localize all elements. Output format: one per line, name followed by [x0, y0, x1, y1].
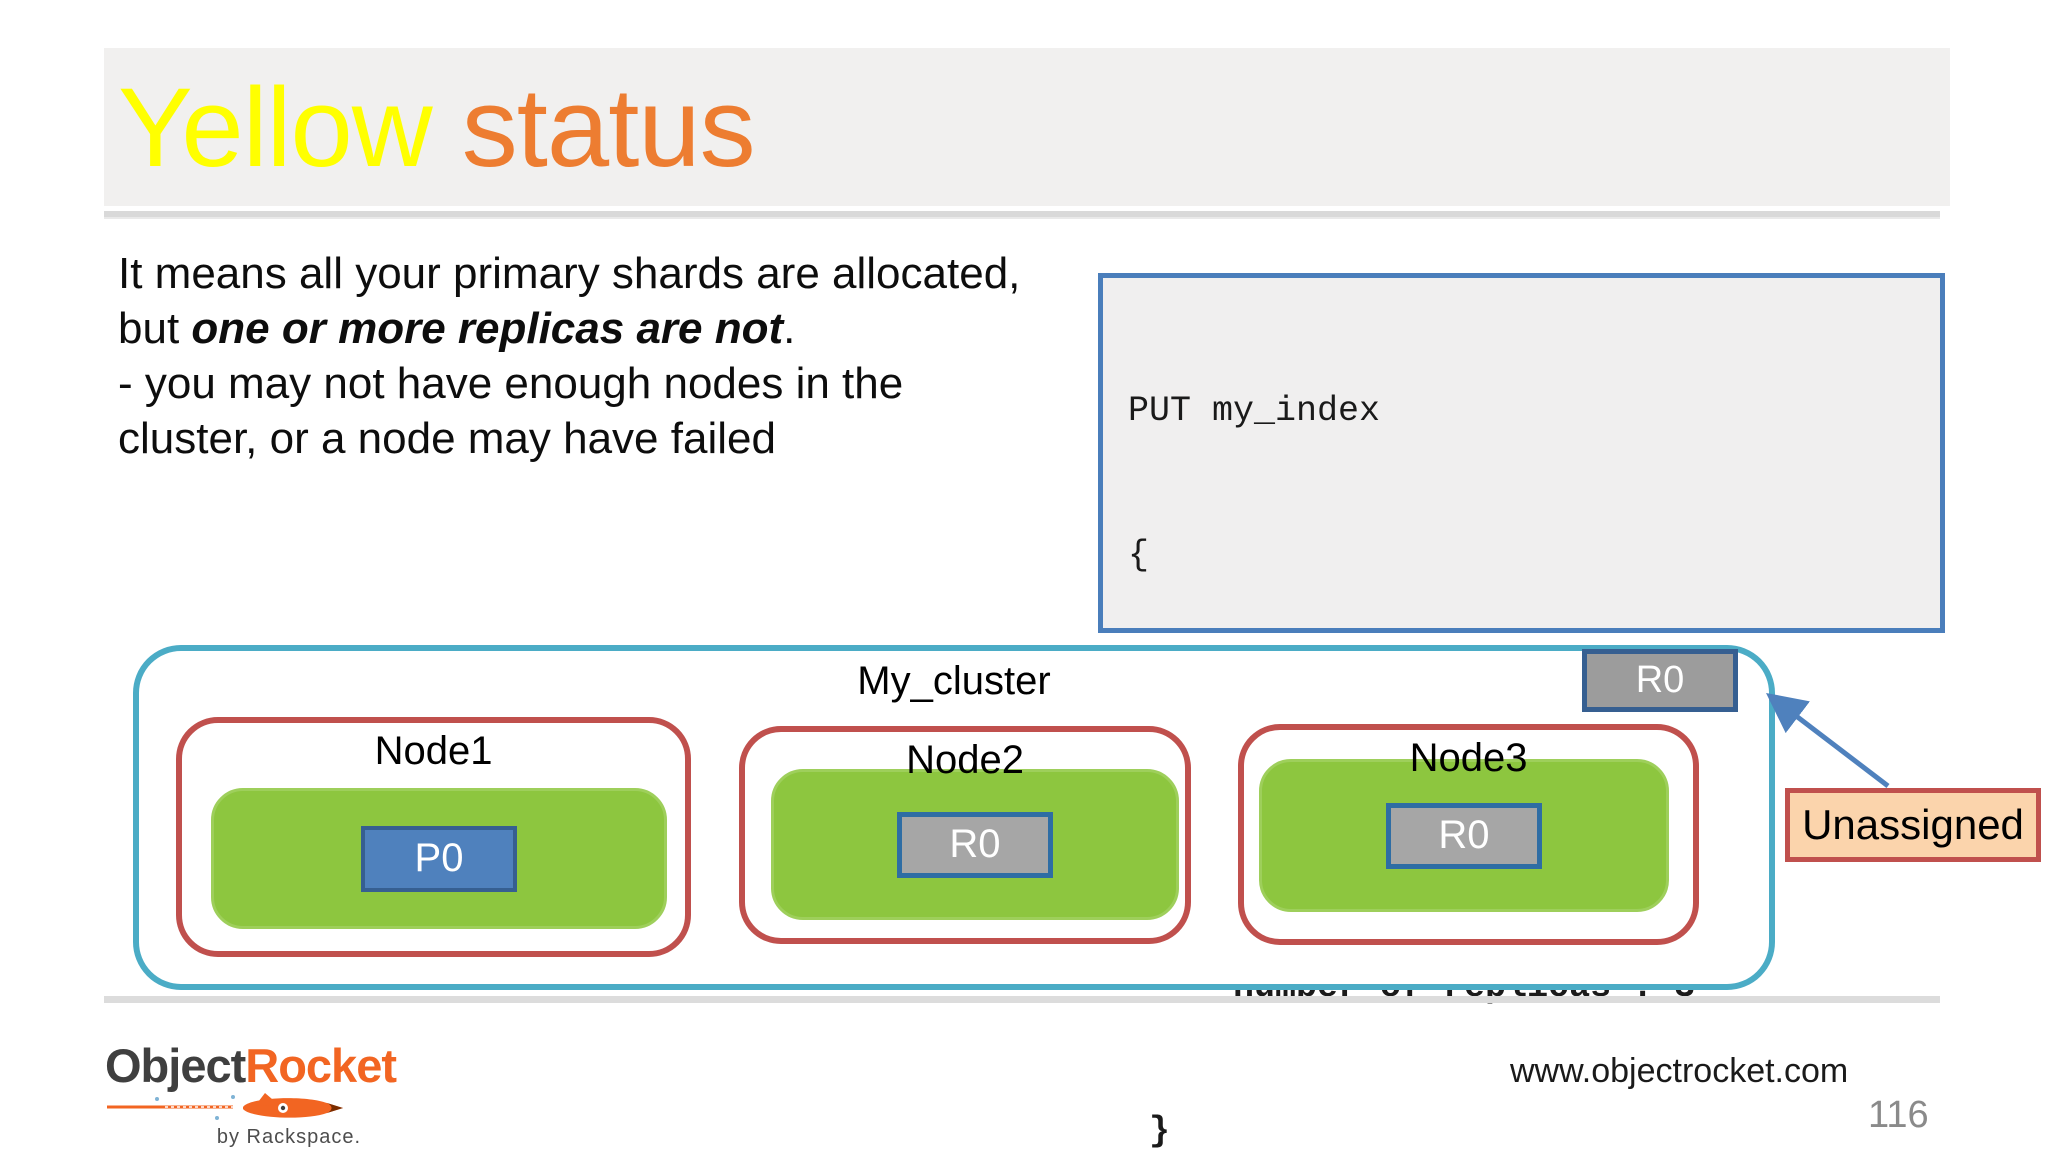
intro-line-1: It means all your primary shards are all…	[118, 249, 1021, 298]
unassigned-callout: Unassigned	[1785, 788, 2041, 862]
node3-box: Node3 R0	[1238, 724, 1699, 945]
objectrocket-logo: ObjectRocket by Rackspace.	[105, 1039, 397, 1149]
website-url: www.objectrocket.com	[1510, 1052, 1849, 1090]
page-number: 116	[1868, 1094, 1929, 1136]
logo-tagline: by Rackspace.	[216, 1126, 361, 1148]
logo-wordmark: ObjectRocket	[105, 1039, 397, 1092]
intro-emphasis: one or more replicas are not	[191, 304, 784, 353]
rocket-icon	[107, 1093, 343, 1120]
title-divider	[104, 211, 1940, 219]
shard-r0-node2: R0	[897, 811, 1053, 878]
intro-line-3: - you may not have enough nodes in the	[118, 359, 904, 408]
node1-label: Node1	[374, 729, 493, 773]
code-line: PUT my_index	[1128, 391, 1381, 431]
node3-label: Node3	[1409, 736, 1528, 780]
footer-divider	[104, 996, 1940, 1003]
title-word-yellow: Yellow	[118, 65, 433, 190]
node1-box: Node1 P0	[176, 717, 691, 957]
node3-shard-area: R0	[1259, 759, 1669, 912]
intro-line-4: cluster, or a node may have failed	[118, 414, 776, 463]
shard-r0-node3: R0	[1386, 802, 1542, 869]
node2-box: Node2 R0	[739, 726, 1191, 944]
cluster-label: My_cluster	[857, 659, 1051, 703]
code-line: }	[1128, 1111, 1171, 1151]
shard-p0: P0	[361, 825, 517, 892]
code-panel: PUT my_index { "settings": { "number_of_…	[1098, 273, 1945, 1151]
node2-label: Node2	[906, 738, 1024, 782]
node1-shard-area: P0	[211, 788, 667, 929]
shard-r0-unassigned: R0	[1582, 649, 1738, 712]
title-banner	[104, 48, 1950, 206]
page-title: Yellow status	[118, 50, 756, 206]
node2-shard-area: R0	[771, 769, 1179, 920]
code-line: {	[1128, 535, 1150, 575]
intro-line-2: but one or more replicas are not.	[118, 304, 796, 353]
intro-text: It means all your primary shards are all…	[118, 246, 1118, 466]
cluster-box: My_cluster Node1 P0 Node2 R0 Node3 R0	[133, 645, 1775, 990]
title-word-status: status	[461, 65, 756, 190]
